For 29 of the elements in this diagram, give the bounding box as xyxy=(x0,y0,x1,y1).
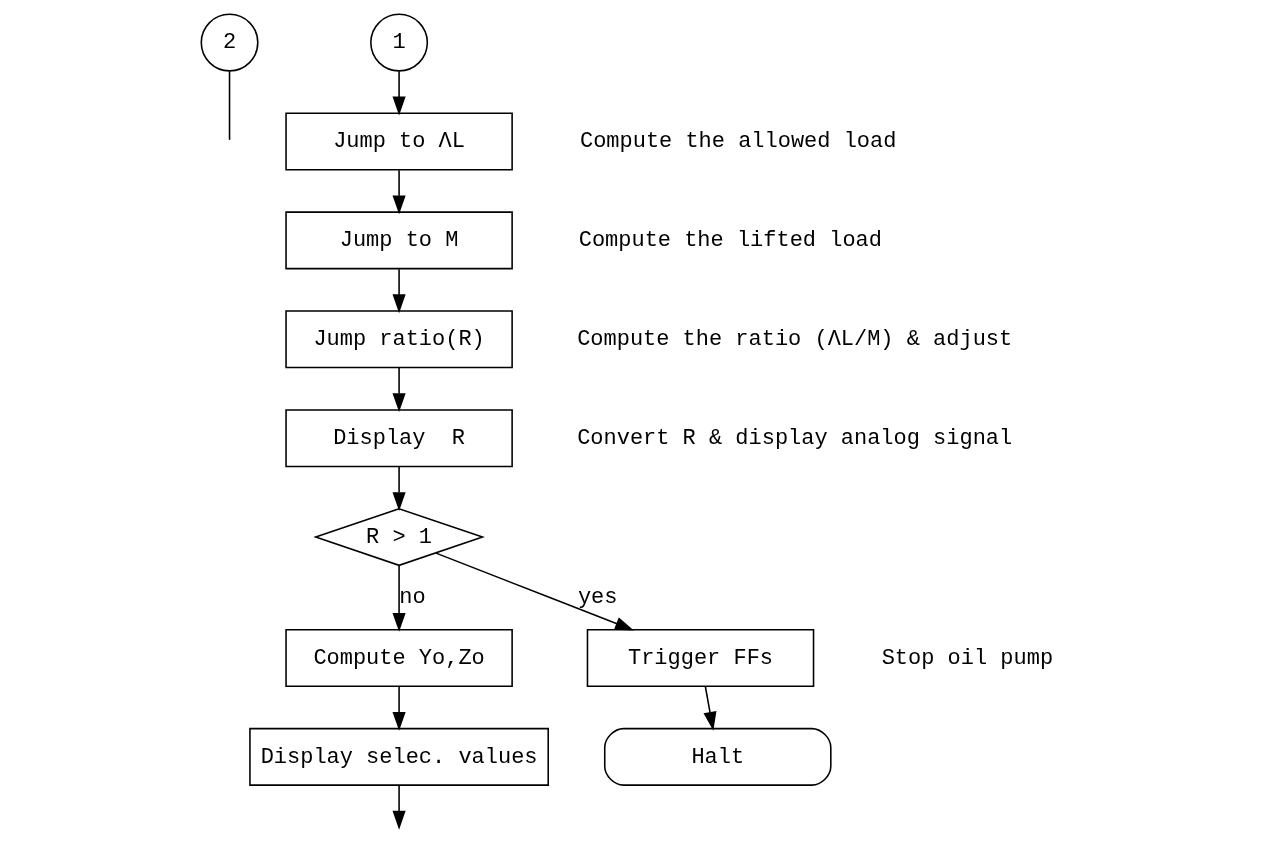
node-box: Display R xyxy=(284,409,513,468)
arrow xyxy=(392,466,406,511)
arrow xyxy=(392,268,406,314)
node-label: Compute the allowed load xyxy=(579,129,896,155)
node-box: Halt xyxy=(603,727,832,786)
arrow xyxy=(392,685,406,731)
connector xyxy=(228,70,230,141)
arrow xyxy=(392,169,406,215)
arrow xyxy=(703,685,716,731)
arrow xyxy=(392,784,406,830)
node-box: Jump ratio(R) xyxy=(284,310,513,369)
arrow xyxy=(392,70,406,116)
edge-label: yes xyxy=(577,585,617,611)
node-diamond: R > 1 xyxy=(312,508,485,567)
edge-label: no xyxy=(398,585,426,611)
node-box: Compute Yo,Zo xyxy=(284,628,513,688)
node-circle: 2 xyxy=(200,13,259,72)
node-label: Compute the lifted load xyxy=(578,228,882,254)
arrow xyxy=(392,564,406,632)
node-box: Jump to M xyxy=(284,211,513,270)
node-box: Trigger FFs xyxy=(586,628,814,688)
node-label: Compute the ratio (ΛL/M) & adjust xyxy=(576,327,1012,353)
node-box: Jump to ΛL xyxy=(284,112,513,171)
node-label: Stop oil pump xyxy=(881,645,1053,671)
arrow xyxy=(392,367,406,413)
node-circle: 1 xyxy=(369,13,428,72)
node-box: Display selec. values xyxy=(248,727,549,786)
arrow xyxy=(434,552,634,631)
node-label: Convert R & display analog signal xyxy=(576,426,1012,452)
